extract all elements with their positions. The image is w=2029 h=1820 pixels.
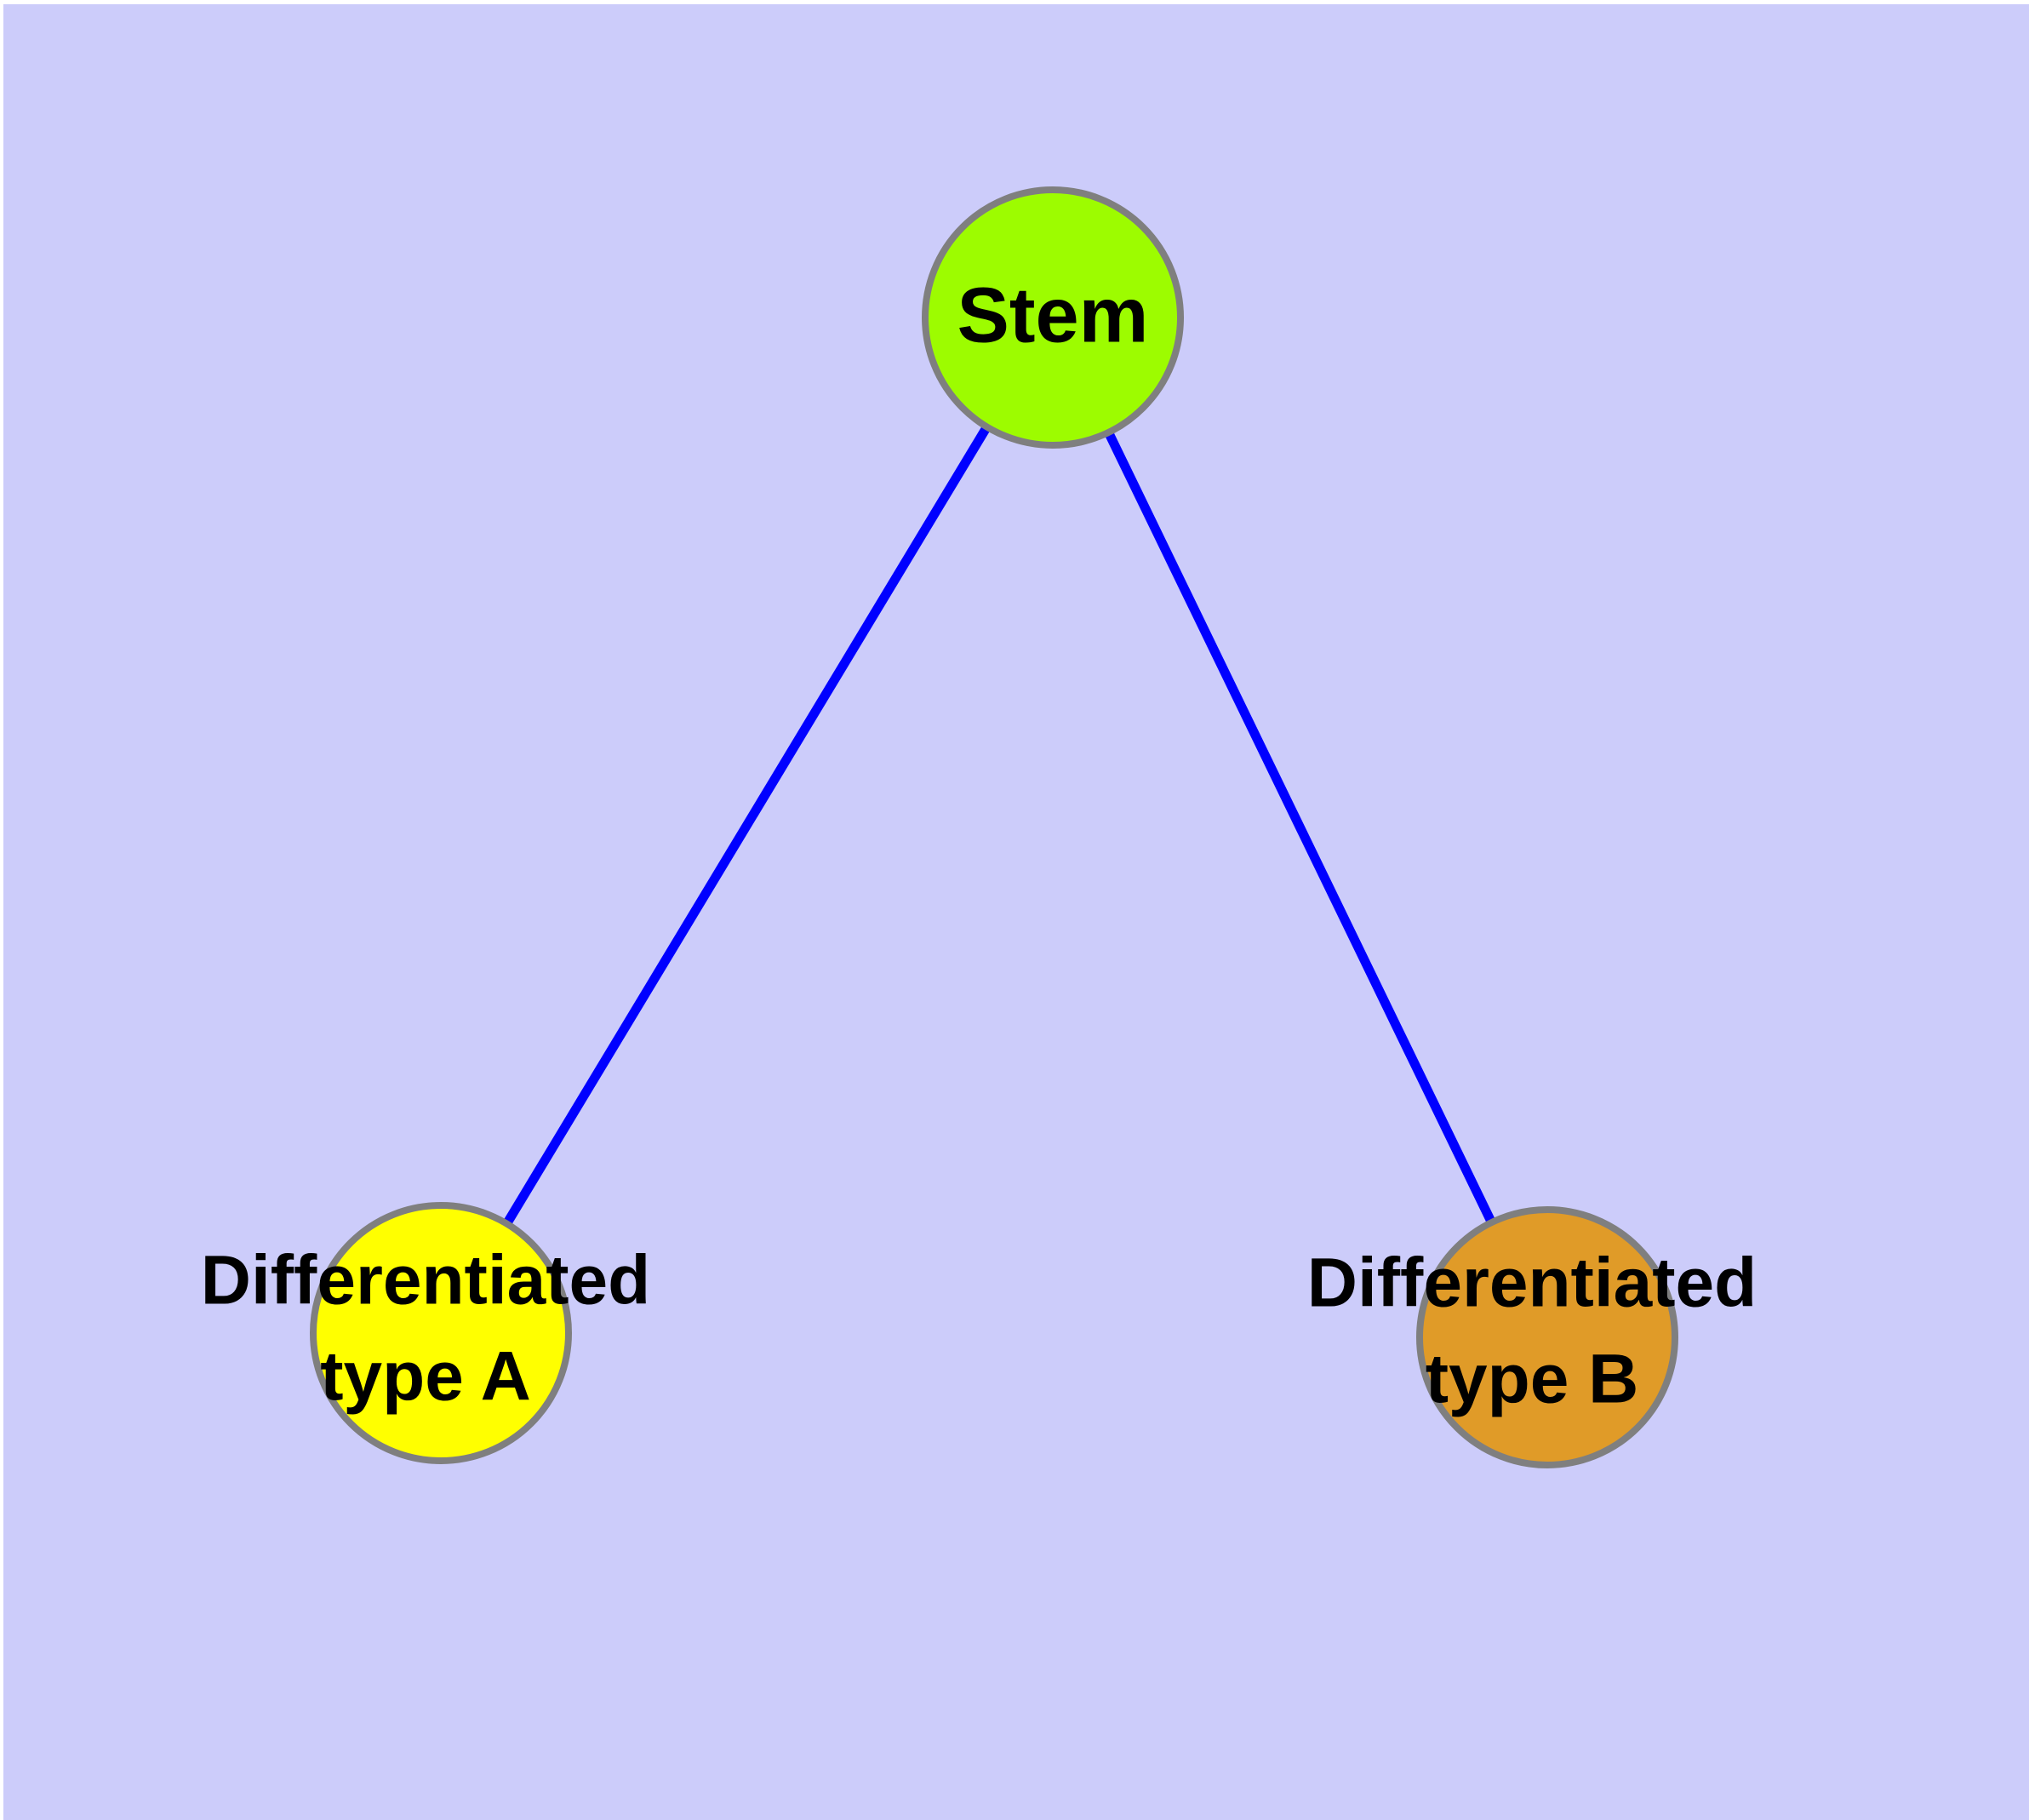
node-diff-a-label-line2: type A bbox=[320, 1338, 531, 1416]
node-diff-a-circle[interactable] bbox=[310, 1202, 572, 1464]
node-stem-circle[interactable] bbox=[922, 186, 1184, 449]
edge-stem-diff-b[interactable] bbox=[1049, 315, 1552, 1340]
node-diff-a[interactable] bbox=[310, 1202, 572, 1464]
node-diff-b-label-line1: Differentiated bbox=[1307, 1245, 1758, 1322]
labels-layer: Stem Differentiated type A Differentiate… bbox=[201, 272, 1758, 1417]
node-diff-b-label-line2: type B bbox=[1426, 1341, 1639, 1418]
edges-layer bbox=[437, 315, 1552, 1340]
node-diff-b-circle[interactable] bbox=[1416, 1206, 1678, 1468]
node-link-graph: Stem Differentiated type A Differentiate… bbox=[201, 186, 1758, 1468]
node-stem[interactable] bbox=[922, 186, 1184, 449]
diagram-plot-area: Stem Differentiated type A Differentiate… bbox=[3, 4, 2029, 1820]
nodes-layer bbox=[310, 186, 1678, 1468]
edge-stem-diff-a[interactable] bbox=[437, 315, 1057, 1336]
node-stem-label: Stem bbox=[957, 272, 1149, 358]
node-diff-a-label-line1: Differentiated bbox=[201, 1242, 651, 1319]
node-diff-b[interactable] bbox=[1416, 1206, 1678, 1468]
